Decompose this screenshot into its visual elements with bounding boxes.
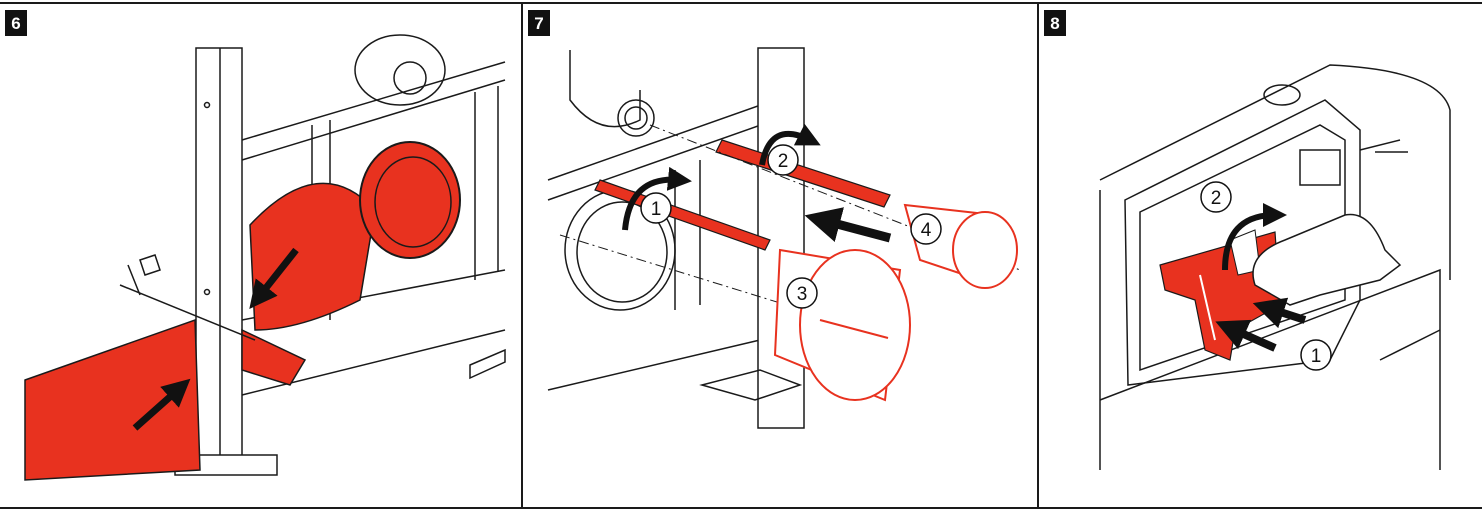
fixing-rod-1 [594, 179, 771, 251]
svg-text:1: 1 [651, 199, 662, 220]
svg-text:2: 2 [1211, 188, 1222, 209]
callout-4: 4 [910, 213, 942, 245]
arrow-icon [804, 207, 892, 243]
tie-rod [119, 254, 256, 341]
pipe-bend [249, 182, 376, 331]
step-number: 6 [11, 14, 20, 33]
svg-text:3: 3 [797, 284, 808, 305]
hand-icon [1252, 213, 1402, 306]
arrow-icon [1252, 297, 1307, 329]
arrow-icon [132, 378, 191, 431]
step-number: 7 [534, 14, 543, 33]
svg-text:4: 4 [921, 220, 932, 241]
arrow-icon [1215, 319, 1277, 352]
pipe-inner-rim [374, 156, 452, 248]
callout-3: 3 [786, 277, 818, 309]
callout-2: 2 [1200, 181, 1232, 213]
callout-1: 1 [1300, 339, 1332, 371]
step-badge [528, 10, 550, 36]
step-number: 8 [1050, 14, 1059, 33]
rotate-arrow-icon [622, 166, 692, 231]
panel-step-8: 8 1 2 [1044, 10, 1451, 470]
callout-1: 1 [640, 192, 672, 224]
svg-text:1: 1 [1311, 346, 1322, 367]
fixing-rod-2 [715, 139, 891, 208]
callout-2: 2 [767, 144, 799, 176]
panel-step-6: 6 [5, 10, 506, 481]
axis-line [649, 124, 1021, 271]
mounting-frame [174, 34, 506, 476]
rotate-arrow-icon [759, 123, 821, 166]
step-badge [1044, 10, 1066, 36]
arrow-icon [249, 247, 299, 309]
rotate-arrow-icon [1222, 203, 1287, 271]
svg-text:2: 2 [778, 151, 789, 172]
step-badge [5, 10, 27, 36]
flush-mechanism [1159, 229, 1281, 361]
drain-pipe [24, 318, 201, 481]
pipe-segment [241, 328, 307, 386]
panel-step-7: 7 [528, 10, 1021, 429]
